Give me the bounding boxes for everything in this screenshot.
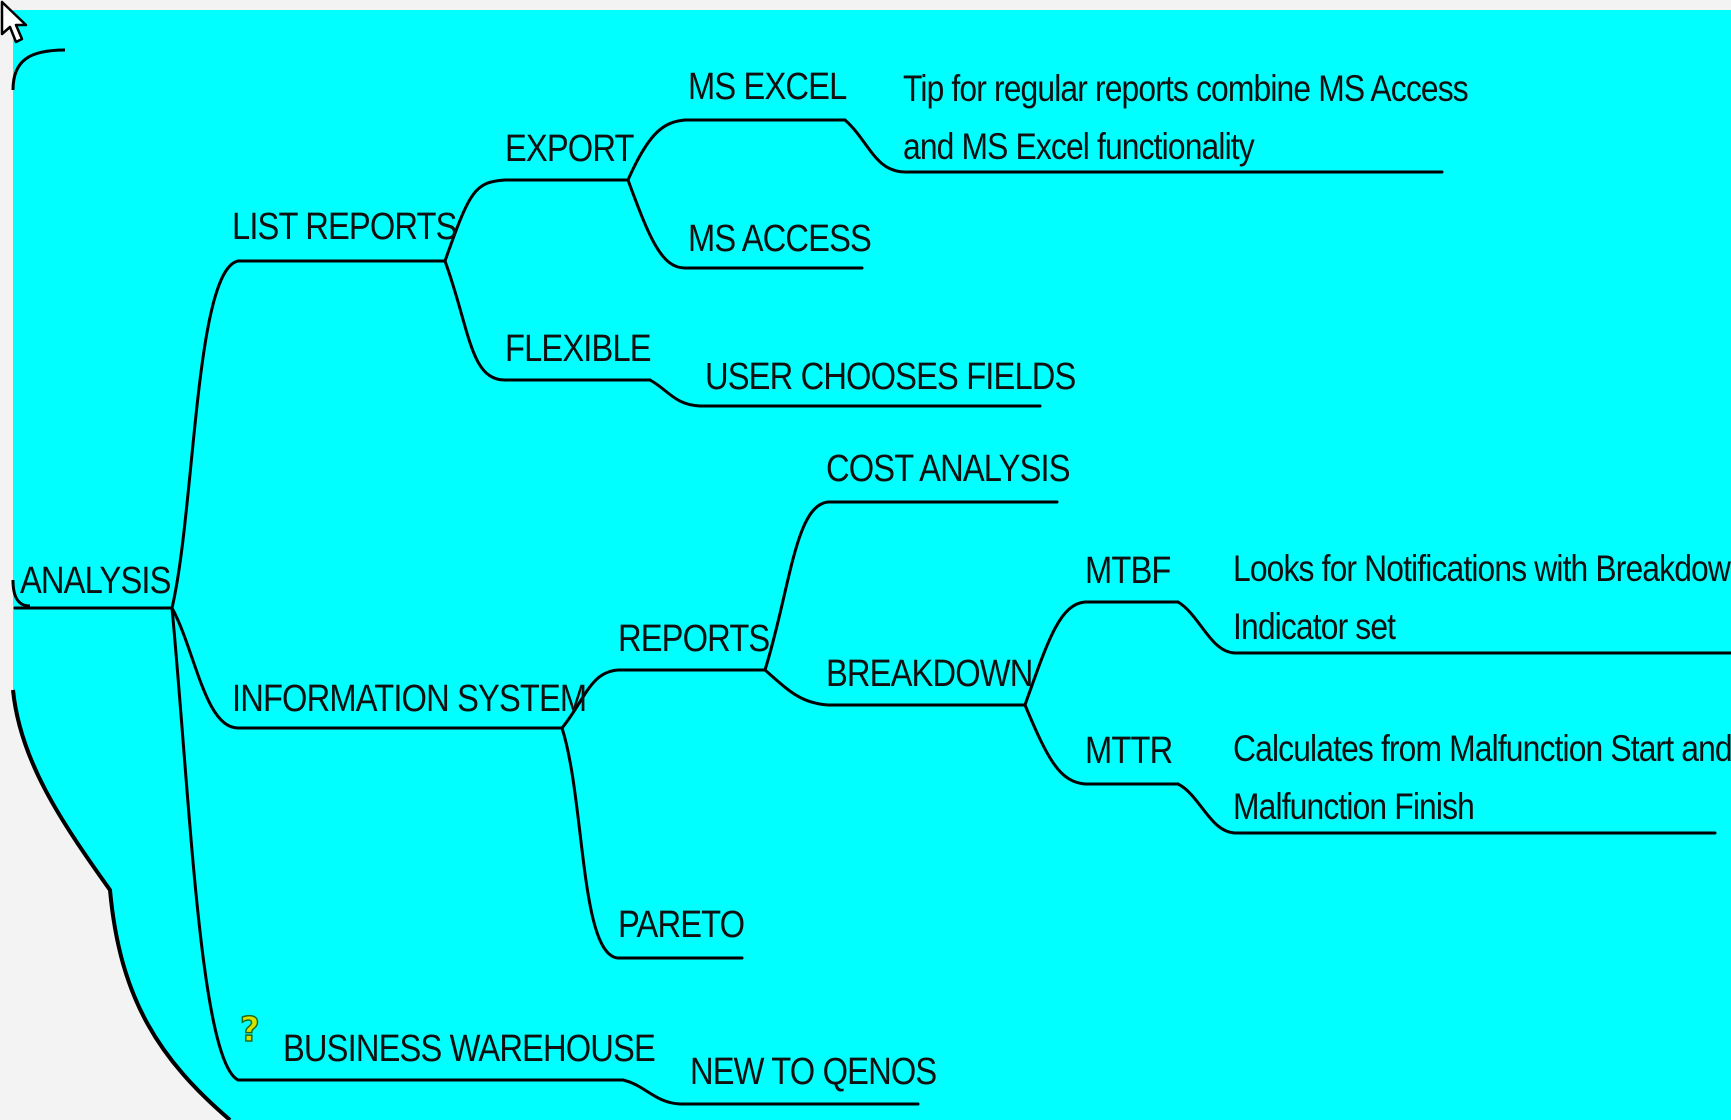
connector-mtbf-note [1176,600,1731,655]
topic-business-warehouse[interactable]: BUSINESS WAREHOUSE [283,1028,656,1070]
connector-ms-excel-tip [843,118,1444,174]
mouse-pointer-icon [0,0,28,44]
connector-information-system-reports [560,668,767,730]
connector-list-reports-flexible [443,259,652,382]
connector-export-ms-access [626,178,864,270]
connector-list-reports-export [443,178,630,263]
connector-breakdown-mttr [1023,703,1180,786]
topic-new-to-qenos[interactable]: NEW TO QENOS [690,1051,937,1093]
connector-reports-breakdown [763,668,1027,707]
connector-business-warehouse-new-to-qenos [621,1078,920,1106]
tip-note-line-1: Tip for regular reports combine MS Acces… [903,68,1469,109]
mttr-note[interactable]: Calculates from Malfunction Start and Ma… [1233,720,1731,836]
mttr-note-line-1: Calculates from Malfunction Start and [1233,728,1731,769]
mtbf-note-line-1: Looks for Notifications with Breakdown [1233,548,1731,589]
canvas-left-curve [11,579,31,608]
connector-root-list-reports [170,259,447,610]
connector-root-business-warehouse [170,606,625,1082]
connector-breakdown-mtbf [1023,600,1180,707]
topic-export[interactable]: EXPORT [505,128,634,170]
connector-export-ms-excel [626,118,847,182]
canvas-background [13,10,1731,1120]
topic-user-chooses-fields[interactable]: USER CHOOSES FIELDS [705,356,1076,398]
connector-root-information-system [170,606,564,730]
topic-cost-analysis[interactable]: COST ANALYSIS [826,448,1071,490]
connector-information-system-pareto [560,726,744,960]
topic-ms-access[interactable]: MS ACCESS [688,218,872,260]
mttr-note-line-2: Malfunction Finish [1233,786,1475,827]
topic-ms-excel[interactable]: MS EXCEL [688,66,847,108]
topic-mtbf[interactable]: MTBF [1085,550,1171,592]
topic-list-reports[interactable]: LIST REPORTS [232,206,457,248]
connector-flexible-user-chooses-fields [648,378,1042,408]
canvas-top-corner [11,48,66,91]
mtbf-note-line-2: Indicator set [1233,606,1396,647]
tip-note-line-2: and MS Excel functionality [903,126,1255,167]
topic-analysis[interactable]: ANALYSIS [20,560,171,602]
question-mark-icon: ? [239,1009,260,1051]
topic-pareto[interactable]: PARETO [618,904,745,946]
topic-reports[interactable]: REPORTS [618,618,770,660]
topic-information-system[interactable]: INFORMATION SYSTEM [232,678,587,720]
tip-note[interactable]: Tip for regular reports combine MS Acces… [903,60,1469,176]
topic-mttr[interactable]: MTTR [1085,730,1173,772]
connector-reports-cost-analysis [763,500,1059,672]
mtbf-note[interactable]: Looks for Notifications with Breakdown I… [1233,540,1731,656]
topic-flexible[interactable]: FLEXIBLE [505,328,652,370]
connector-mttr-note [1176,782,1717,835]
canvas-left-edge [11,689,232,1120]
topic-breakdown[interactable]: BREAKDOWN [826,653,1033,695]
